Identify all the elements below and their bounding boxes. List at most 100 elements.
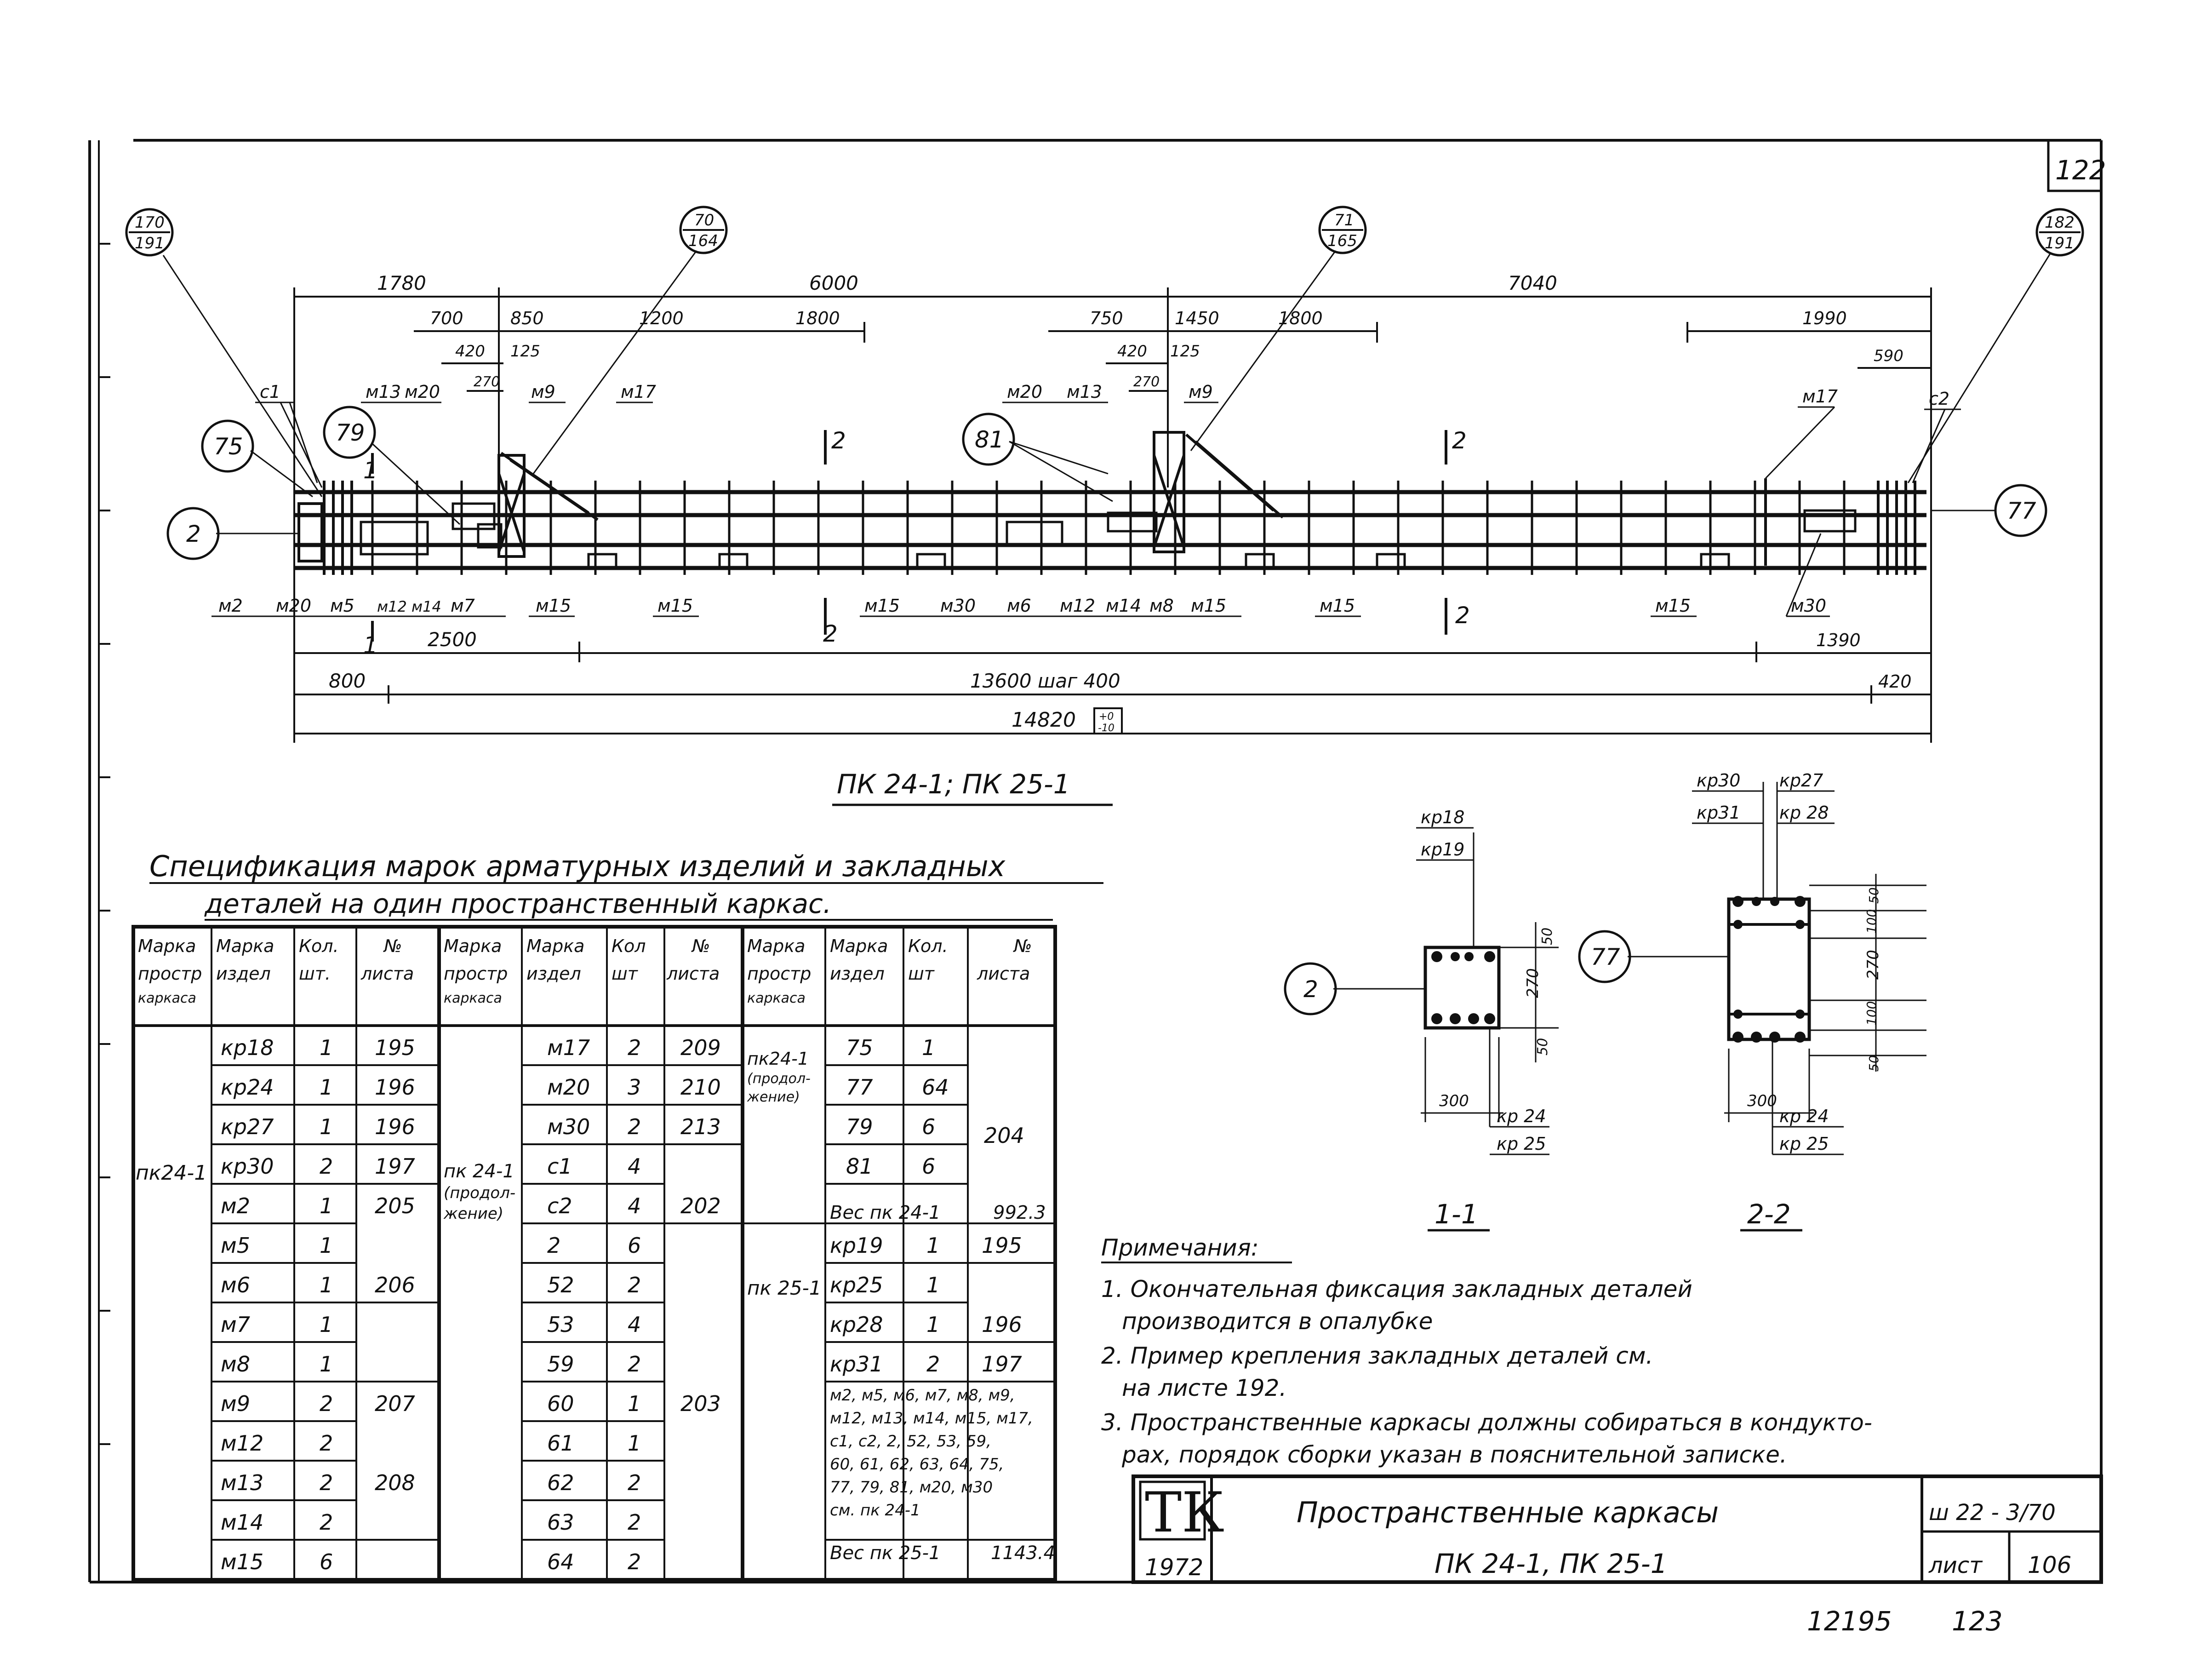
sec1-label-kr19: кр19 — [1421, 839, 1464, 860]
g1-qty: 2 — [320, 1510, 333, 1535]
g3b-sheet: 196 — [982, 1312, 1022, 1337]
callout-label: 79 — [336, 419, 365, 446]
callout-label: 77 — [2007, 498, 2036, 524]
callout-170-191: 170 191 — [125, 208, 174, 257]
hdr-sheet-2b: листа — [666, 964, 720, 984]
note-1a: 1. Окончательная фиксация закладных дета… — [1101, 1276, 1692, 1302]
spec-title-line1: Спецификация марок арматурных изделий и … — [149, 849, 1006, 883]
callout-top: 182 — [2045, 213, 2075, 232]
dim-270-mid: 270 — [1133, 374, 1160, 390]
dimension-lines — [293, 287, 1932, 743]
callout-label: 81 — [975, 426, 1004, 453]
g1-item: м13 — [221, 1470, 263, 1495]
g1-item: м7 — [221, 1312, 250, 1337]
g1-qty: 2 — [320, 1154, 333, 1179]
note-line: м12, м13, м14, м15, м17, — [830, 1409, 1033, 1428]
stamp-sheet-label: лист — [1928, 1553, 1983, 1578]
g2-item: 61 — [547, 1431, 574, 1456]
frame-elevation: 2 2 2 2 1 1 — [294, 427, 1926, 659]
mark-m14-b: м14 — [412, 598, 441, 615]
mark-m2: м2 — [218, 596, 243, 616]
mark-m20-b: м20 — [276, 596, 311, 616]
left-binding-marks — [98, 140, 110, 1582]
callout-bottom: 164 — [688, 232, 718, 250]
hdr-frame-3a: Марка — [747, 936, 805, 956]
g3b-qty: 2 — [926, 1352, 940, 1377]
sec2-label-kr25: кр 25 — [1779, 1134, 1829, 1154]
g2-item: 62 — [547, 1470, 574, 1495]
g1-qty: 1 — [320, 1312, 333, 1337]
sec2-label-kr28: кр 28 — [1779, 803, 1829, 823]
dim-overall: 14820 — [1012, 708, 1076, 732]
leader-lines — [162, 250, 2052, 617]
stamp-title: Пространственные каркасы — [1297, 1496, 1719, 1529]
callout-79: 79 — [323, 406, 376, 459]
g3b-item: кр31 — [830, 1352, 883, 1377]
sec1-title: 1-1 — [1435, 1199, 1478, 1230]
mark-m30-right: м30 — [1791, 596, 1826, 616]
sec2-dim-50-top: 50 — [1866, 887, 1881, 904]
g1-qty: 1 — [320, 1193, 333, 1218]
section-2-2-bars — [1732, 896, 1806, 1043]
dim-1800-mid: 1800 — [1278, 308, 1323, 328]
bottom-number-right: 123 — [1952, 1606, 2003, 1637]
g3b-item: кр19 — [830, 1233, 883, 1258]
g1-sheet: 196 — [375, 1114, 415, 1139]
g2-item: 59 — [547, 1352, 574, 1377]
mark-m15-5: м15 — [1320, 596, 1355, 616]
spec-headers: Марка простр каркаса Марка издел Кол. шт… — [138, 936, 1032, 1006]
g1-item: м12 — [221, 1431, 263, 1456]
group3-sheet-cont: 204 — [984, 1123, 1024, 1148]
note-line: 60, 61, 62, 63, 64, 75, — [830, 1455, 1004, 1474]
section-mark-1-bottom: 1 — [363, 632, 378, 659]
g1-item: кр30 — [221, 1154, 274, 1179]
mark-m20-mid: м20 — [1007, 382, 1042, 402]
g2-sheet: 213 — [680, 1114, 721, 1139]
g2-qty: 1 — [628, 1431, 641, 1456]
mark-m15-3: м15 — [864, 596, 900, 616]
g2-item: 64 — [547, 1549, 574, 1574]
page-number: 122 — [2055, 155, 2106, 186]
mark-m6: м6 — [1007, 596, 1031, 616]
sec2-title: 2-2 — [1747, 1199, 1791, 1230]
note-3a: 3. Пространственные каркасы должны собир… — [1101, 1409, 1872, 1436]
hdr-qty-3a: Кол. — [908, 936, 948, 956]
g2-qty: 4 — [628, 1193, 641, 1218]
stamp-subtitle: ПК 24-1, ПК 25-1 — [1435, 1548, 1668, 1579]
g3b-item: кр28 — [830, 1312, 883, 1337]
note-line: с1, с2, 2, 52, 53, 59, — [830, 1432, 991, 1451]
note-line: 77, 79, 81, м20, м30 — [830, 1478, 993, 1497]
spec-title: Спецификация марок арматурных изделий и … — [149, 849, 1103, 921]
dim-tol-plus: +0 — [1099, 711, 1114, 723]
g2-qty: 2 — [628, 1273, 641, 1297]
note-line: см. пк 24-1 — [830, 1501, 920, 1520]
hdr-item-3b: издел — [830, 964, 885, 984]
dim-1990: 1990 — [1802, 308, 1847, 328]
mark-m9-mid: м9 — [1189, 382, 1213, 402]
g1-item: м6 — [221, 1273, 250, 1297]
callout-bottom: 191 — [2045, 234, 2075, 252]
mark-c2: с2 — [1929, 389, 1949, 409]
g3b-item: кр25 — [830, 1273, 883, 1297]
g1-item: м2 — [221, 1193, 250, 1218]
callout-bottom: 165 — [1327, 232, 1357, 250]
sec2-label-kr27: кр27 — [1779, 770, 1823, 791]
dim-tol-minus: -10 — [1098, 723, 1115, 734]
g1-item: кр24 — [221, 1075, 274, 1100]
hdr-sheet-1b: листа — [360, 964, 414, 984]
mark-underlines — [211, 402, 1961, 617]
dim-1780: 1780 — [377, 272, 426, 294]
top-dimension-row2: 700 850 1200 1800 750 1450 1800 1990 — [430, 308, 1847, 328]
g2-sheet: 203 — [680, 1391, 721, 1416]
sec1-label-kr24: кр 24 — [1497, 1106, 1546, 1126]
hdr-frame-1c: каркаса — [138, 990, 196, 1006]
callout-70-164: 70 164 — [679, 206, 728, 254]
mark-m17-left: м17 — [621, 382, 656, 402]
g2-qty: 2 — [628, 1549, 641, 1574]
dim-6000: 6000 — [809, 272, 858, 294]
bottom-number-left: 12195 — [1807, 1606, 1892, 1637]
g2-item: с1 — [547, 1154, 572, 1179]
group1-frame: пк24-1 — [136, 1161, 207, 1185]
hdr-qty-1b: шт. — [299, 964, 331, 984]
